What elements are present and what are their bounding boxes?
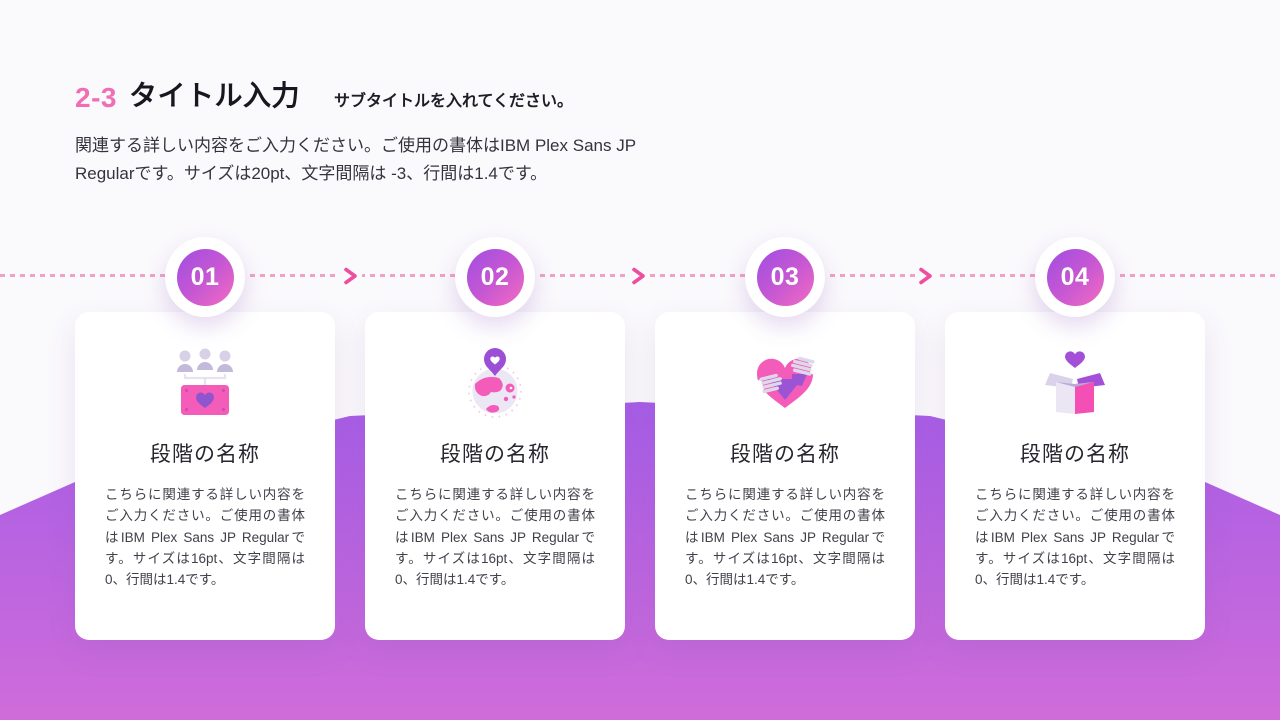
page-title: タイトル入力 — [128, 80, 300, 111]
step-circle-3: 03 — [745, 237, 825, 317]
step-body: こちらに関連する詳しい内容をご入力ください。ご使用の書体はIBM Plex Sa… — [105, 487, 305, 588]
slide-header: 2-3 タイトル入力 サブタイトルを入れてください。 関連する詳しい内容をご入力… — [75, 74, 660, 187]
chevron-right-icon — [628, 265, 650, 287]
heart-hands-icon — [751, 346, 819, 418]
team-heart-icon — [173, 346, 237, 418]
step-title: 段階の名称 — [150, 443, 260, 466]
step-circle-2: 02 — [455, 237, 535, 317]
globe-pin-icon — [462, 346, 528, 418]
step-body: こちらに関連する詳しい内容をご入力ください。ご使用の書体はIBM Plex Sa… — [975, 487, 1175, 588]
step-card-4: 段階の名称 こちらに関連する詳しい内容をご入力ください。ご使用の書体はIBM P… — [945, 312, 1205, 640]
chevron-right-icon — [915, 265, 937, 287]
page-description: 関連する詳しい内容をご入力ください。ご使用の書体はIBM Plex Sans J… — [75, 136, 636, 183]
gift-box-heart-icon — [1042, 346, 1108, 418]
step-circle-4: 04 — [1035, 237, 1115, 317]
step-card-2: 段階の名称 こちらに関連する詳しい内容をご入力ください。ご使用の書体はIBM P… — [365, 312, 625, 640]
section-number: 2-3 — [75, 82, 117, 113]
step-body: こちらに関連する詳しい内容をご入力ください。ご使用の書体はIBM Plex Sa… — [395, 487, 595, 588]
step-number: 01 — [190, 262, 220, 291]
step-number: 03 — [770, 262, 800, 291]
step-circle-1: 01 — [165, 237, 245, 317]
step-card-1: 段階の名称 こちらに関連する詳しい内容をご入力ください。ご使用の書体はIBM P… — [75, 312, 335, 640]
step-number: 02 — [480, 262, 510, 291]
step-card-3: 段階の名称 こちらに関連する詳しい内容をご入力ください。ご使用の書体はIBM P… — [655, 312, 915, 640]
step-title: 段階の名称 — [730, 443, 840, 466]
chevron-right-icon — [340, 265, 362, 287]
step-number: 04 — [1060, 262, 1090, 291]
page-subtitle: サブタイトルを入れてください。 — [333, 93, 574, 110]
step-title: 段階の名称 — [440, 443, 550, 466]
step-body: こちらに関連する詳しい内容をご入力ください。ご使用の書体はIBM Plex Sa… — [685, 487, 885, 588]
step-title: 段階の名称 — [1020, 443, 1130, 466]
